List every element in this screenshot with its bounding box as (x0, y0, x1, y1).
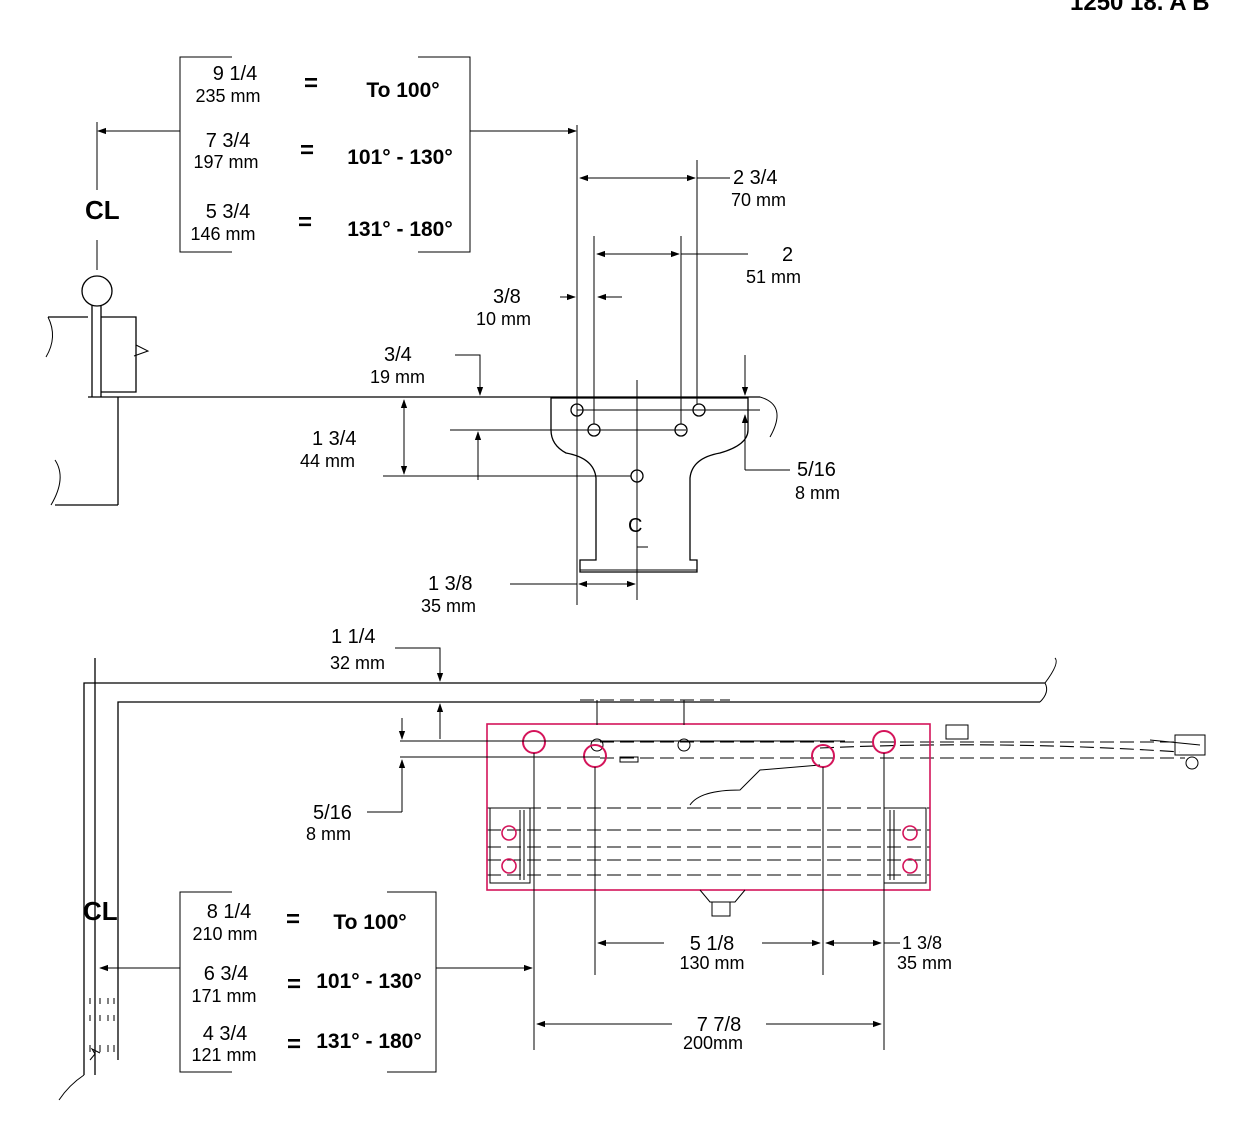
dim-center-offset-mm: 35 mm (421, 596, 476, 616)
dim-edge-offset-inch: 3/8 (493, 286, 521, 308)
table2-row-1-inch: 8 1/4 (207, 901, 251, 923)
dim-door-offset-mm: 32 mm (330, 653, 385, 673)
table-row-3-inch: 5 3/4 (206, 201, 250, 223)
table2-row-2-inch: 6 3/4 (204, 963, 248, 985)
mounting-hole-1 (522, 730, 546, 754)
dim-outer-holes-mm: 200mm (683, 1033, 743, 1053)
table-row-3-equals: = (298, 209, 312, 236)
table-row-1-angle: To 100° (366, 79, 439, 102)
bracket-installation-diagram: 9 1/4 235 mm = To 100° 7 3/4 197 mm = 10… (45, 56, 840, 616)
dim-hole-spacing-mm: 51 mm (746, 267, 801, 287)
dim-top-hole-mm: 19 mm (370, 367, 425, 387)
dim-hole-gap-mm: 35 mm (897, 953, 952, 973)
dim-door-offset-inch: 1 1/4 (331, 626, 375, 648)
mounting-hole-2 (583, 744, 607, 768)
table2-row-2-equals: = (287, 971, 301, 998)
bracket-centerline-symbol: C (628, 515, 642, 537)
table2-row-3-angle: 131° - 180° (316, 1030, 422, 1053)
plate-hole-right-top (902, 825, 918, 841)
closer-body-outline (486, 723, 931, 891)
door-centerline-symbol: CL (85, 195, 120, 225)
dim-hole-spacing-inch: 2 (782, 244, 793, 266)
plate-hole-right-bottom (902, 858, 918, 874)
dim-inner-holes-inch: 5 1/8 (690, 933, 734, 955)
table-row-2-inch: 7 3/4 (206, 130, 250, 152)
dim-outer-holes-inch: 7 7/8 (697, 1014, 741, 1036)
dim-vertical-spacing-inch: 1 3/4 (312, 428, 356, 450)
dim-bracket-width-inch: 2 3/4 (733, 167, 777, 189)
dim-hole-offset-mm: 8 mm (306, 824, 351, 844)
table2-row-2-mm: 171 mm (191, 986, 256, 1006)
table-row-1-equals: = (304, 70, 318, 97)
model-code-header: 1250 18. A B (1070, 0, 1210, 16)
table-row-3-angle: 131° - 180° (347, 218, 453, 241)
degree-table-top: 9 1/4 235 mm = To 100° 7 3/4 197 mm = 10… (179, 56, 471, 253)
dim-edge-offset-mm: 10 mm (476, 309, 531, 329)
dim-inner-holes-mm: 130 mm (679, 953, 744, 973)
table2-row-2-angle: 101° - 130° (316, 970, 422, 993)
table-row-2-equals: = (300, 137, 314, 164)
dim-top-offset-inch: 5/16 (797, 459, 836, 481)
table2-row-3-equals: = (287, 1031, 301, 1058)
table2-row-3-inch: 4 3/4 (203, 1023, 247, 1045)
closer-installation-diagram: CL (58, 626, 1206, 1101)
plate-hole-left-top (501, 825, 517, 841)
table2-row-1-equals: = (286, 906, 300, 933)
table2-row-1-angle: To 100° (333, 911, 406, 934)
table-row-2-mm: 197 mm (193, 152, 258, 172)
plate-hole-left-bottom (501, 858, 517, 874)
dim-bracket-width-mm: 70 mm (731, 190, 786, 210)
table-row-2-angle: 101° - 130° (347, 146, 453, 169)
dim-hole-offset-inch: 5/16 (313, 802, 352, 824)
parallel-arm-bracket: C (550, 380, 760, 600)
table2-row-3-mm: 121 mm (191, 1045, 256, 1065)
dim-vertical-spacing-mm: 44 mm (300, 451, 355, 471)
dim-top-hole-inch: 3/4 (384, 344, 412, 366)
table-row-1-inch: 9 1/4 (213, 63, 257, 85)
degree-table-bottom: 8 1/4 210 mm = To 100° 6 3/4 171 mm = 10… (179, 891, 437, 1073)
table2-row-1-mm: 210 mm (192, 924, 257, 944)
dim-hole-gap-inch: 1 3/8 (902, 933, 942, 953)
table-row-3-mm: 146 mm (190, 224, 255, 244)
frame-centerline-symbol: CL (83, 896, 118, 926)
dim-center-offset-inch: 1 3/8 (428, 573, 472, 595)
dim-top-offset-mm: 8 mm (795, 483, 840, 503)
table-row-1-mm: 235 mm (195, 86, 260, 106)
